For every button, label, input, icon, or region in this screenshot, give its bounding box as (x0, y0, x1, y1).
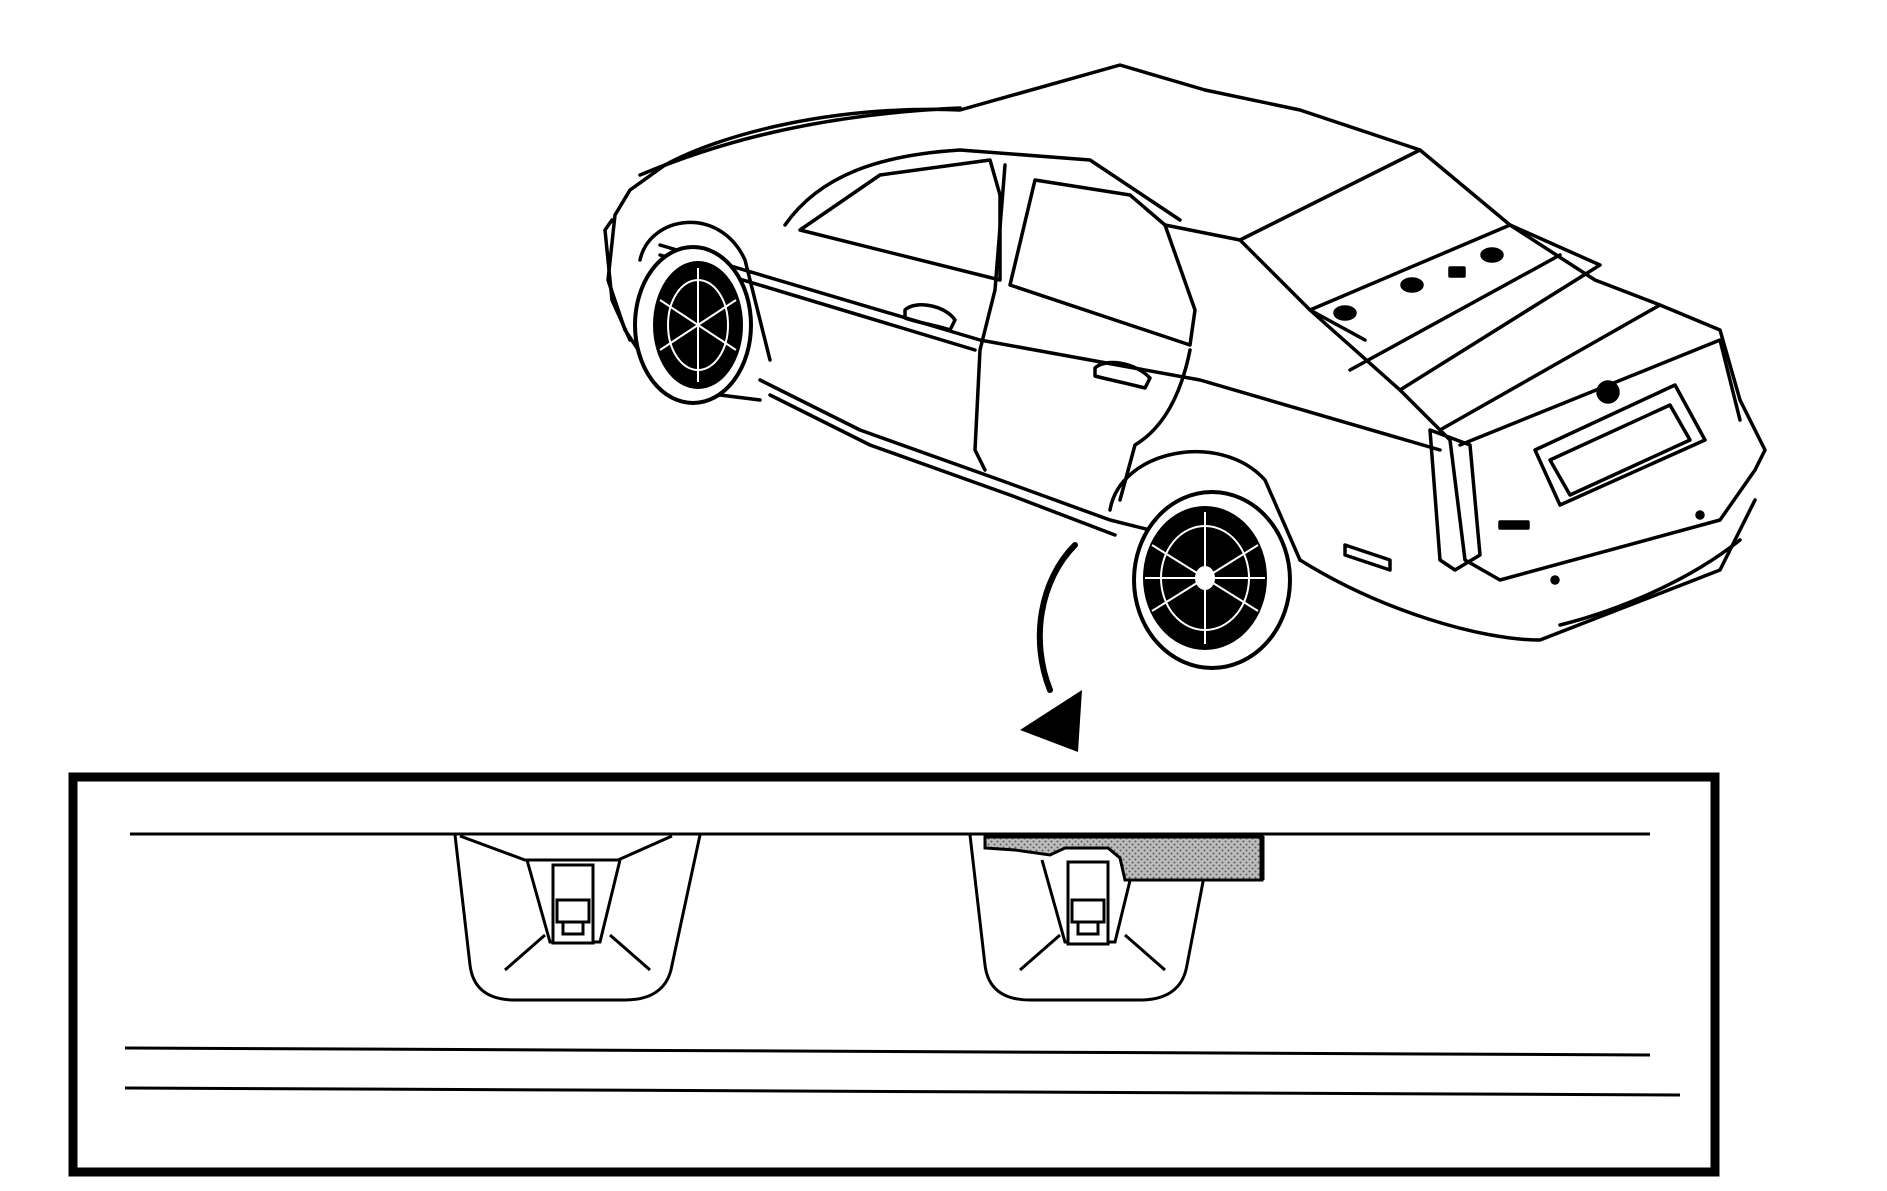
car-rear-bumper (1298, 498, 1757, 642)
car-trunk-panel-line (1348, 253, 1562, 372)
inset-lower-line-1 (124, 1046, 1651, 1057)
car-taillight (1428, 428, 1482, 572)
car-roof-outline (663, 63, 1662, 307)
car-beltline (658, 243, 1442, 452)
car-front-wheel-arch (638, 220, 772, 362)
inset-lower-line-2 (124, 1086, 1681, 1097)
car-bumper-dot-1 (1550, 575, 1560, 585)
detail-inset-frame (68, 772, 1720, 1177)
car-trunk-marker (1448, 266, 1466, 278)
car-rear-face (1398, 303, 1767, 582)
car-rear-fascia (1458, 338, 1742, 447)
car-front-door-handle (903, 303, 957, 332)
car-trunk-bump-3 (1480, 247, 1504, 263)
retainer-clip-right (968, 834, 1214, 1002)
car-front-window (798, 158, 1002, 282)
retainer-clip-left (453, 834, 702, 1002)
curved-arrow-icon (1020, 542, 1082, 752)
car-rear-door-handle (1093, 360, 1152, 390)
car-rocker-lower (768, 393, 1117, 537)
car-rear-wheel-arch (1108, 449, 1302, 562)
car-badge (1498, 520, 1530, 530)
car-rear-door-line (1118, 348, 1192, 502)
detail-inset (68, 772, 1720, 1177)
car-window-frame (783, 148, 1182, 227)
car-trunk-top (1308, 223, 1602, 392)
car-hood-line (638, 106, 962, 177)
car-rear-wheel (1132, 490, 1292, 670)
car-front-bumper (603, 218, 632, 342)
car-trunk-bump-1 (1333, 305, 1357, 321)
car-license-plate (1548, 403, 1692, 497)
car-side-marker (1343, 543, 1392, 572)
car-illustration (603, 63, 1767, 642)
car-rear-bumper-lower (1558, 538, 1742, 627)
car-rear-deck (1238, 148, 1422, 242)
car-rear-window (1008, 178, 1197, 347)
car-bumper-dot-2 (1695, 510, 1705, 520)
car-rocker-panel (758, 378, 1152, 532)
car-b-pillar (973, 163, 1007, 472)
car-trunk-bump-2 (1400, 277, 1424, 293)
car-c-pillar (1163, 223, 1367, 342)
car-front-wheel (633, 245, 753, 405)
car-license-plate-recess (1533, 383, 1707, 507)
car-trunk-emblem (1596, 380, 1620, 404)
